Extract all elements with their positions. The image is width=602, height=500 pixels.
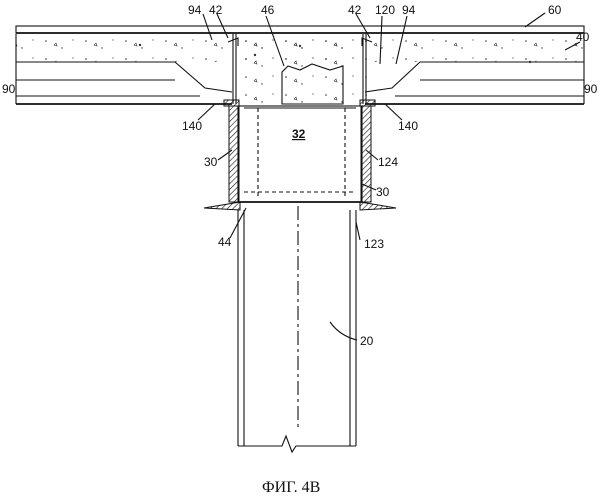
label-46: 46 bbox=[261, 3, 275, 17]
label-60: 60 bbox=[548, 3, 562, 17]
label-42-right: 42 bbox=[348, 3, 362, 17]
label-123: 123 bbox=[364, 237, 384, 251]
figure-caption: ФИГ. 4B bbox=[262, 479, 320, 496]
column bbox=[238, 206, 356, 452]
label-140-right: 140 bbox=[398, 119, 418, 133]
collar bbox=[229, 106, 371, 202]
beam-right bbox=[365, 62, 584, 104]
label-90-right: 90 bbox=[584, 82, 598, 96]
deck-plate bbox=[16, 26, 584, 33]
column-cap bbox=[224, 34, 375, 106]
label-44: 44 bbox=[218, 235, 232, 249]
label-94-right: 94 bbox=[402, 3, 416, 17]
label-40: 40 bbox=[576, 30, 590, 44]
label-140-left: 140 bbox=[182, 119, 202, 133]
label-124: 124 bbox=[378, 155, 398, 169]
label-20: 20 bbox=[360, 334, 374, 348]
label-120: 120 bbox=[375, 3, 395, 17]
flange-plates bbox=[204, 202, 396, 210]
label-30-right: 30 bbox=[376, 185, 390, 199]
label-30-left: 30 bbox=[204, 155, 218, 169]
label-32: 32 bbox=[292, 127, 306, 141]
label-42-left: 42 bbox=[209, 3, 223, 17]
label-94-left: 94 bbox=[188, 3, 202, 17]
label-90-left: 90 bbox=[2, 82, 16, 96]
beam-left bbox=[16, 62, 232, 104]
